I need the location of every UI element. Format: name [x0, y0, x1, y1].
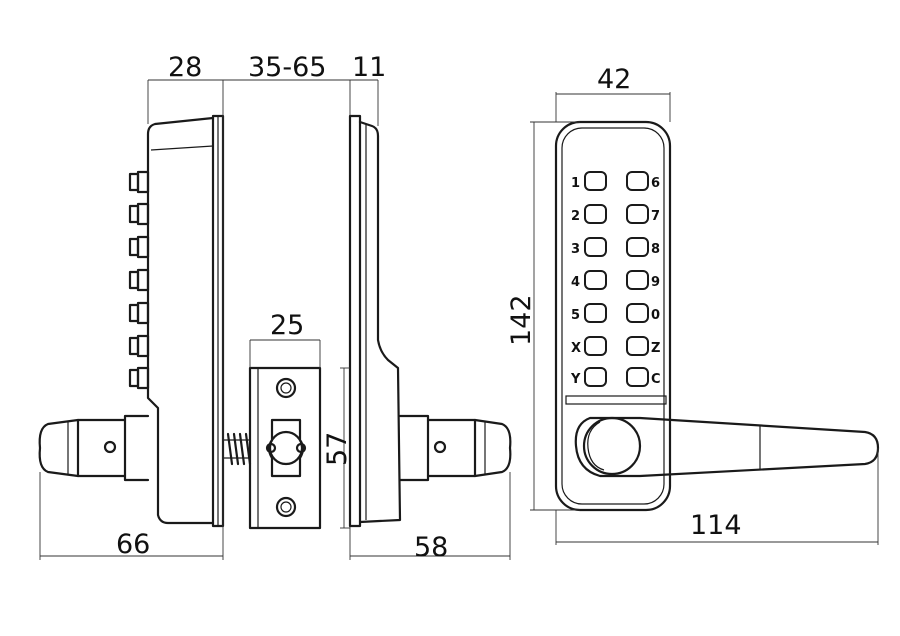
key-label: C [651, 372, 661, 387]
dimension-labels: 28 35-65 11 25 57 66 58 42 142 114 [116, 52, 742, 563]
front-dimension-lines [530, 92, 879, 545]
key-label: 2 [571, 209, 580, 224]
dim-57: 57 [322, 432, 353, 466]
key-7: 7 [626, 204, 660, 224]
key-label: 5 [571, 308, 580, 323]
key-4: 4 [571, 270, 607, 290]
key-label: Y [570, 372, 581, 387]
key-label: Z [651, 341, 660, 356]
front-view: 1 2 3 4 5 X Y 6 7 8 9 0 Z C [554, 120, 880, 512]
front-keypad: 1 2 3 4 5 X Y 6 7 8 9 0 Z C [570, 171, 661, 387]
key-2: 2 [571, 204, 607, 224]
side-dimension-lines [39, 79, 511, 560]
key-6: 6 [626, 171, 660, 191]
side-key-buttons [128, 170, 150, 390]
dim-114: 114 [690, 510, 742, 541]
key-label: 4 [571, 275, 580, 290]
dim-142: 142 [506, 294, 537, 346]
key-label: 7 [651, 209, 660, 224]
key-0: 0 [626, 303, 660, 323]
key-8: 8 [626, 237, 660, 257]
dim-42: 42 [597, 64, 631, 95]
dim-28: 28 [168, 52, 202, 83]
key-z: Z [626, 336, 660, 356]
key-label: 0 [651, 308, 660, 323]
key-label: 9 [651, 275, 660, 290]
key-label: 8 [651, 242, 660, 257]
key-x: X [571, 336, 607, 356]
key-label: 1 [571, 176, 580, 191]
front-lever-handle [574, 416, 880, 478]
dim-35-65: 35-65 [248, 52, 326, 83]
key-c: C [626, 367, 661, 387]
key-3: 3 [571, 237, 607, 257]
side-view [38, 80, 512, 560]
key-y: Y [570, 367, 607, 387]
front-outer-plate [554, 120, 672, 512]
dim-25: 25 [270, 310, 304, 341]
key-label: 3 [571, 242, 580, 257]
key-1: 1 [571, 171, 607, 191]
dim-66: 66 [116, 529, 150, 560]
left-handle [38, 414, 150, 482]
key-label: X [571, 341, 581, 356]
latch-spring [224, 432, 252, 466]
key-9: 9 [626, 270, 660, 290]
right-body [358, 120, 402, 524]
latch-faceplate [248, 366, 322, 530]
left-body [146, 116, 215, 525]
key-5: 5 [571, 303, 607, 323]
dim-11: 11 [352, 52, 386, 83]
right-handle [398, 414, 512, 482]
right-mounting-plate [348, 114, 362, 528]
key-label: 6 [651, 176, 660, 191]
dim-58: 58 [414, 532, 448, 563]
